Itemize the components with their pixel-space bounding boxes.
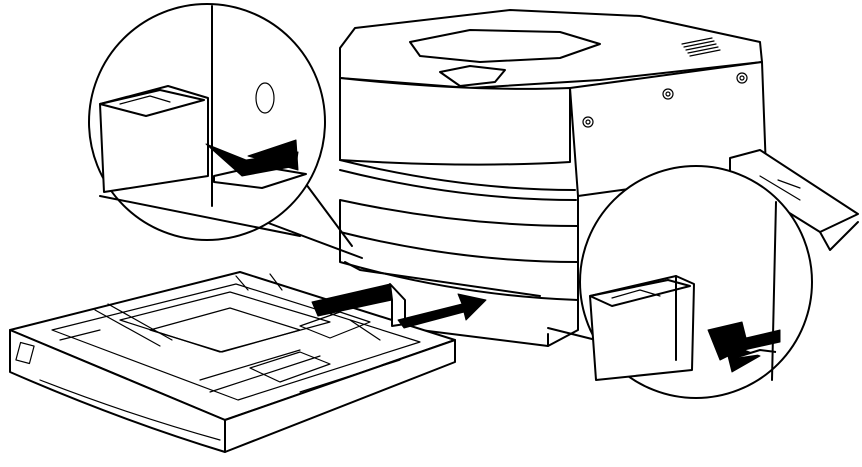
left-zoom-callout [88, 3, 363, 259]
insert-arrow[interactable] [311, 283, 487, 329]
right-zoom-callout [547, 165, 813, 399]
printer-body [339, 9, 767, 347]
